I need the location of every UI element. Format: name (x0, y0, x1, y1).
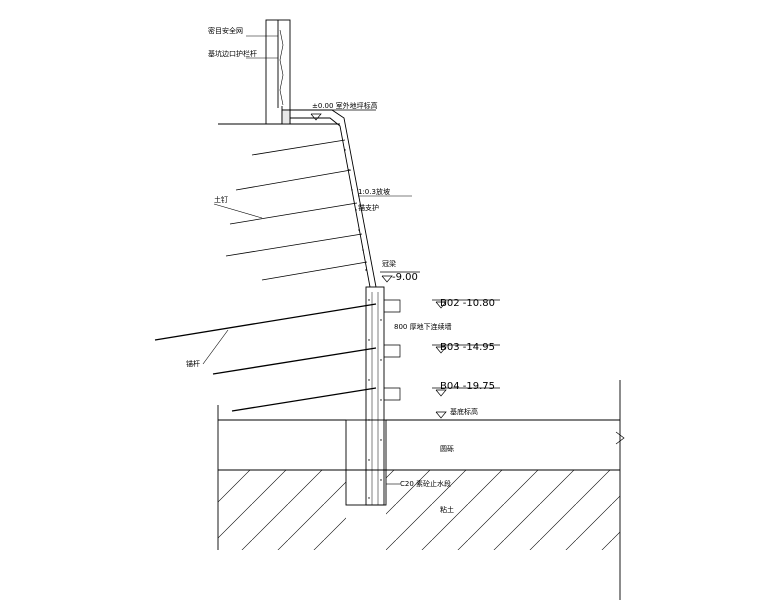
leader-line (202, 329, 229, 365)
level-marker (308, 109, 500, 419)
label-anchor: 锚杆 (186, 359, 200, 368)
clay-hatch-right (386, 470, 620, 550)
label-b02: B02 -10.80 (440, 298, 495, 309)
label-anchor-support: 锚支护 (358, 203, 379, 212)
guardrail-post (265, 19, 291, 125)
clay-hatch-left (218, 470, 346, 550)
label-b04: B04 -19.75 (440, 381, 495, 392)
diaphragm-wall (345, 286, 387, 506)
label-clay: 粘土 (440, 505, 454, 514)
label-slope-ratio: 1:0.3放坡 (358, 187, 390, 196)
label-c20: C20 素砼止水段 (400, 479, 451, 488)
soil-nail (225, 139, 368, 281)
label-ground-level: ±0.00 室外地坪标高 (312, 101, 378, 110)
label-wall: 800 厚地下连续墙 (394, 322, 452, 331)
level-bracket (384, 299, 401, 401)
anchor-rod (154, 303, 377, 412)
slope-stipple (344, 149, 367, 271)
label-soil-nail: 土钉 (214, 195, 228, 204)
leader-line (213, 203, 263, 219)
label-crown-beam: 冠梁 (382, 259, 396, 268)
slope-protection-layer (281, 106, 377, 288)
label-crown-level: -9.00 (392, 272, 418, 283)
label-gravel: 圆砾 (440, 444, 454, 453)
wall-stipple (368, 299, 382, 499)
label-edge-railing: 基坑边口护栏杆 (208, 49, 257, 58)
label-b03: B03 -14.95 (440, 342, 495, 353)
label-guardrail-net: 密目安全网 (208, 26, 243, 35)
label-foundation-level: 基底标高 (450, 407, 478, 416)
